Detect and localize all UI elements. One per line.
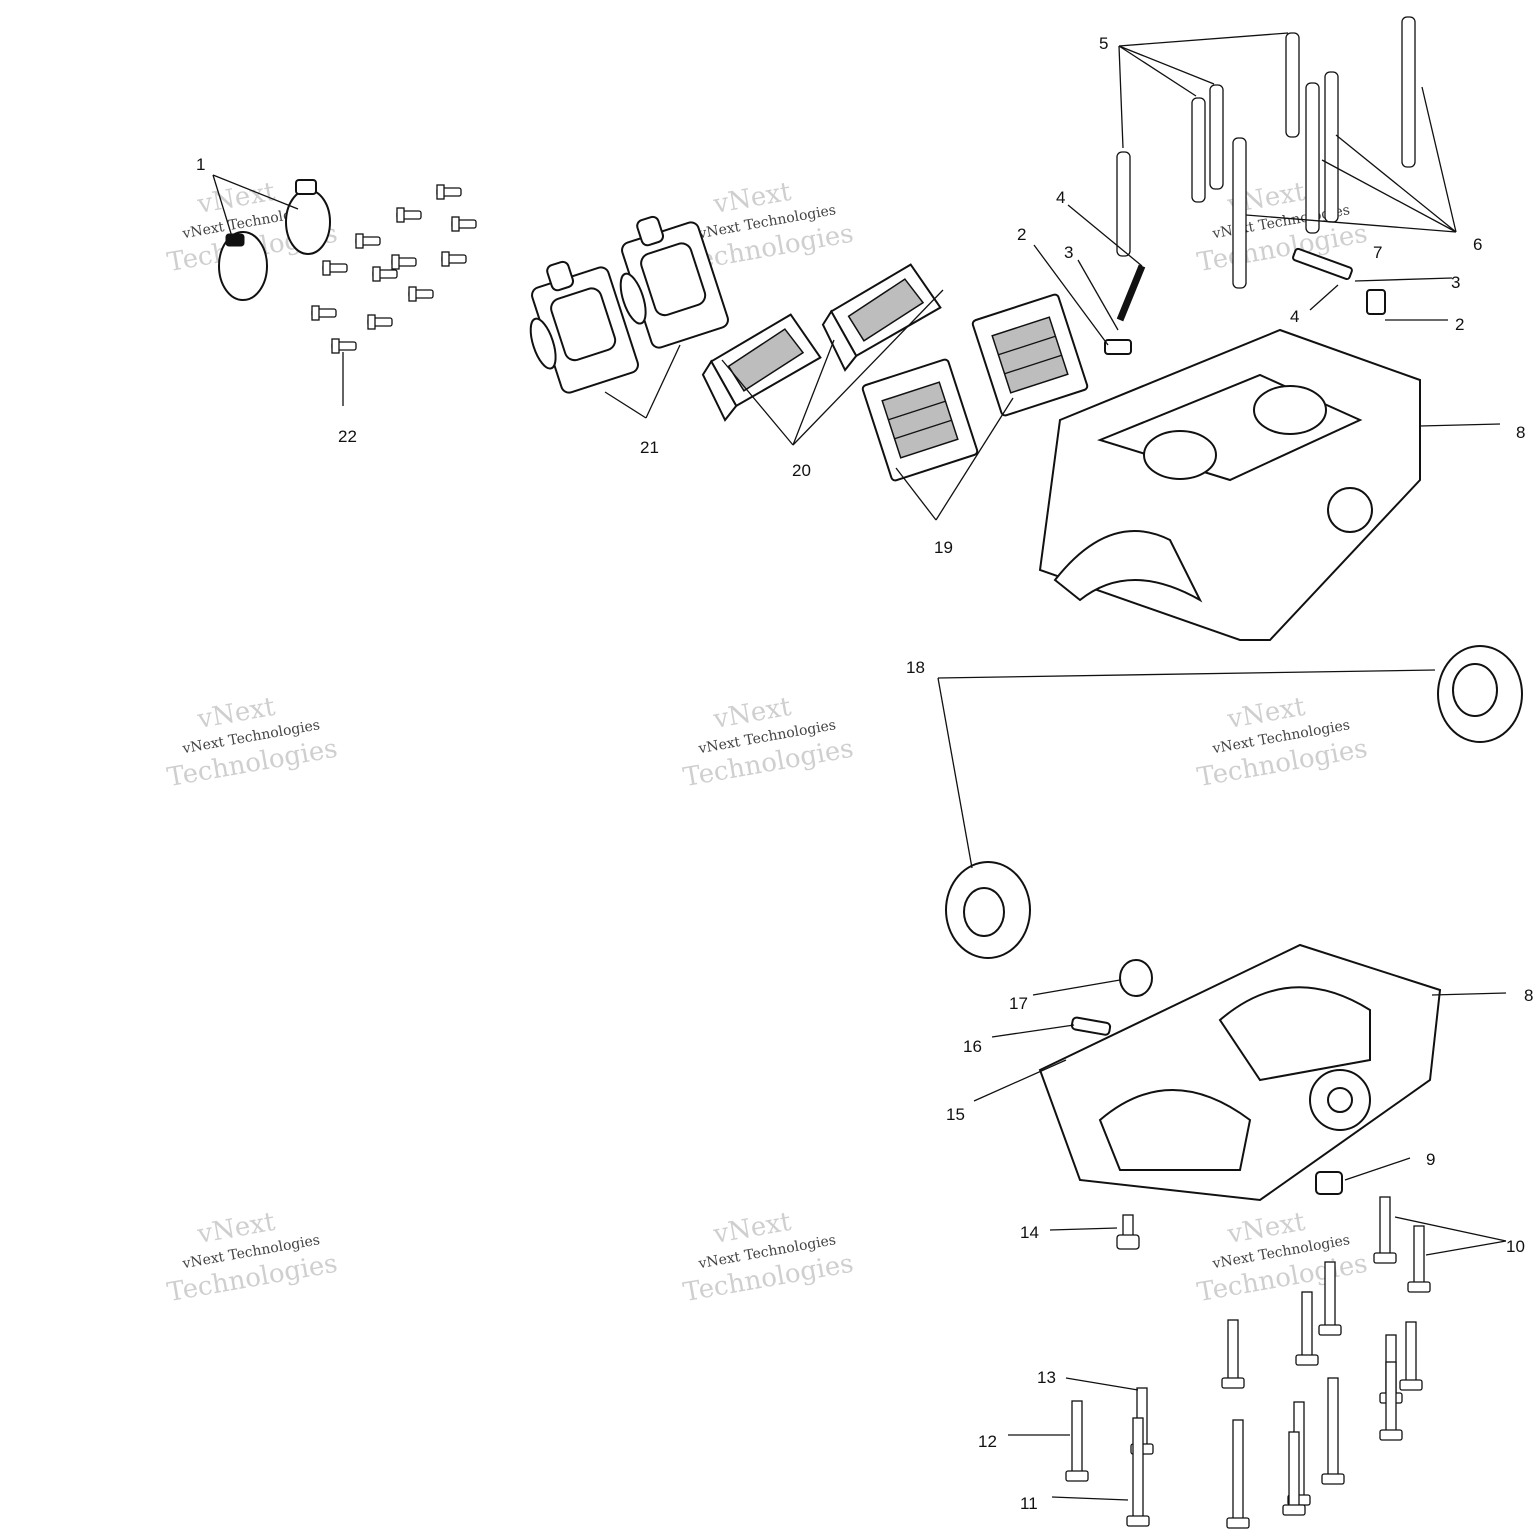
upper-crankcase-part[interactable] [1038,328,1421,641]
bushing-part[interactable] [1119,959,1153,997]
callout-9: 9 [1426,1150,1435,1169]
callout-22: 22 [338,427,357,446]
callout-2: 2 [1017,225,1026,244]
watermark: vNext vNext Technologies Technologies [681,692,856,793]
callout-13: 13 [1037,1368,1056,1387]
callout-16: 16 [963,1037,982,1056]
watermark: vNext vNext Technologies Technologies [165,692,340,793]
callout-3: 3 [1451,273,1460,292]
callout-17: 17 [1009,994,1028,1013]
callout-20: 20 [792,461,811,480]
drain-plug-part[interactable] [1315,1171,1343,1195]
callout-5: 5 [1099,34,1108,53]
callout-21: 21 [640,438,659,457]
lower-crankcase-part[interactable] [1038,943,1442,1202]
stud-part[interactable] [1116,32,1300,257]
callout-14: 14 [1020,1223,1039,1242]
callout-19: 19 [934,538,953,557]
dowel-pin-part[interactable] [1070,1016,1112,1036]
screw-set-part[interactable] [311,184,477,354]
callout-7: 7 [1373,243,1382,262]
crank-seal-part[interactable] [945,645,1523,959]
fitting-part[interactable] [1104,247,1386,355]
callout-15: 15 [946,1105,965,1124]
watermark: vNext vNext Technologies Technologies [1195,1207,1370,1308]
watermark: vNext vNext Technologies Technologies [165,1207,340,1308]
callout-labels: 1 2 2 3 3 4 4 5 6 7 8 8 9 10 11 12 13 14… [196,34,1533,1513]
bolt-set-part[interactable] [1065,1196,1431,1529]
callout-6: 6 [1473,235,1482,254]
long-stud-part[interactable] [1232,16,1416,289]
watermark: vNext vNext Technologies Technologies [1195,692,1370,793]
callout-3: 3 [1064,243,1073,262]
reed-valve-part[interactable] [861,293,1089,482]
intake-adapter-part[interactable] [511,204,730,399]
callout-18: 18 [906,658,925,677]
callout-4: 4 [1056,188,1065,207]
watermark: vNext vNext Technologies Technologies [681,177,856,278]
callout-8: 8 [1524,986,1533,1005]
watermark: vNext vNext Technologies Technologies [681,1207,856,1308]
hose-clamp-part[interactable] [218,179,331,301]
callout-12: 12 [978,1432,997,1451]
callout-1: 1 [196,155,205,174]
callout-10: 10 [1506,1237,1525,1256]
leader-lines [212,32,1507,1501]
callout-8: 8 [1516,423,1525,442]
reed-cage-part[interactable] [694,260,950,422]
callout-11: 11 [1020,1494,1038,1513]
callout-2: 2 [1455,315,1464,334]
callout-4: 4 [1290,307,1299,326]
